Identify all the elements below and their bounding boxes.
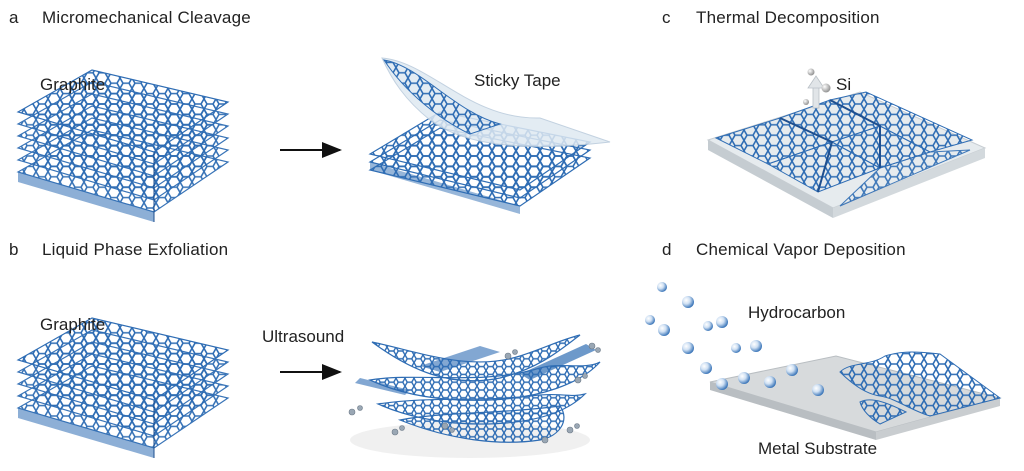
panel-a bbox=[16, 57, 611, 222]
ultrasound-label: Ultrasound bbox=[262, 327, 345, 346]
graphite-stack-a bbox=[16, 69, 230, 222]
panel-b bbox=[16, 317, 601, 458]
si-atom bbox=[803, 99, 809, 105]
exfoliated-sheets bbox=[348, 334, 601, 458]
graphite-label-b: Graphite bbox=[40, 315, 106, 334]
graphene-film-d bbox=[839, 351, 1002, 425]
metal-substrate-label: Metal Substrate bbox=[758, 439, 878, 458]
si-atom bbox=[821, 83, 831, 93]
panel-a-letter: a bbox=[9, 8, 19, 27]
panel-d-letter: d bbox=[662, 240, 672, 259]
panel-c bbox=[706, 68, 987, 218]
panel-c-letter: c bbox=[662, 8, 671, 27]
sticky-tape-label: Sticky Tape bbox=[474, 71, 561, 90]
panel-d-title: Chemical Vapor Deposition bbox=[696, 240, 906, 259]
si-label: Si bbox=[836, 75, 852, 94]
panel-d bbox=[645, 282, 1002, 440]
panel-c-title: Thermal Decomposition bbox=[696, 8, 880, 27]
panel-b-title: Liquid Phase Exfoliation bbox=[42, 240, 229, 259]
graphite-stack-b bbox=[16, 317, 230, 458]
hydrocarbon-label: Hydrocarbon bbox=[748, 303, 846, 322]
graphite-label-a: Graphite bbox=[40, 75, 106, 94]
hydrocarbon-molecules bbox=[645, 282, 824, 396]
panel-b-letter: b bbox=[9, 240, 19, 259]
panel-a-title: Micromechanical Cleavage bbox=[42, 8, 251, 27]
si-atom bbox=[807, 68, 815, 76]
si-escape-arrow bbox=[803, 68, 831, 109]
sticky-tape bbox=[381, 57, 611, 148]
graphene-terraces bbox=[714, 91, 974, 207]
